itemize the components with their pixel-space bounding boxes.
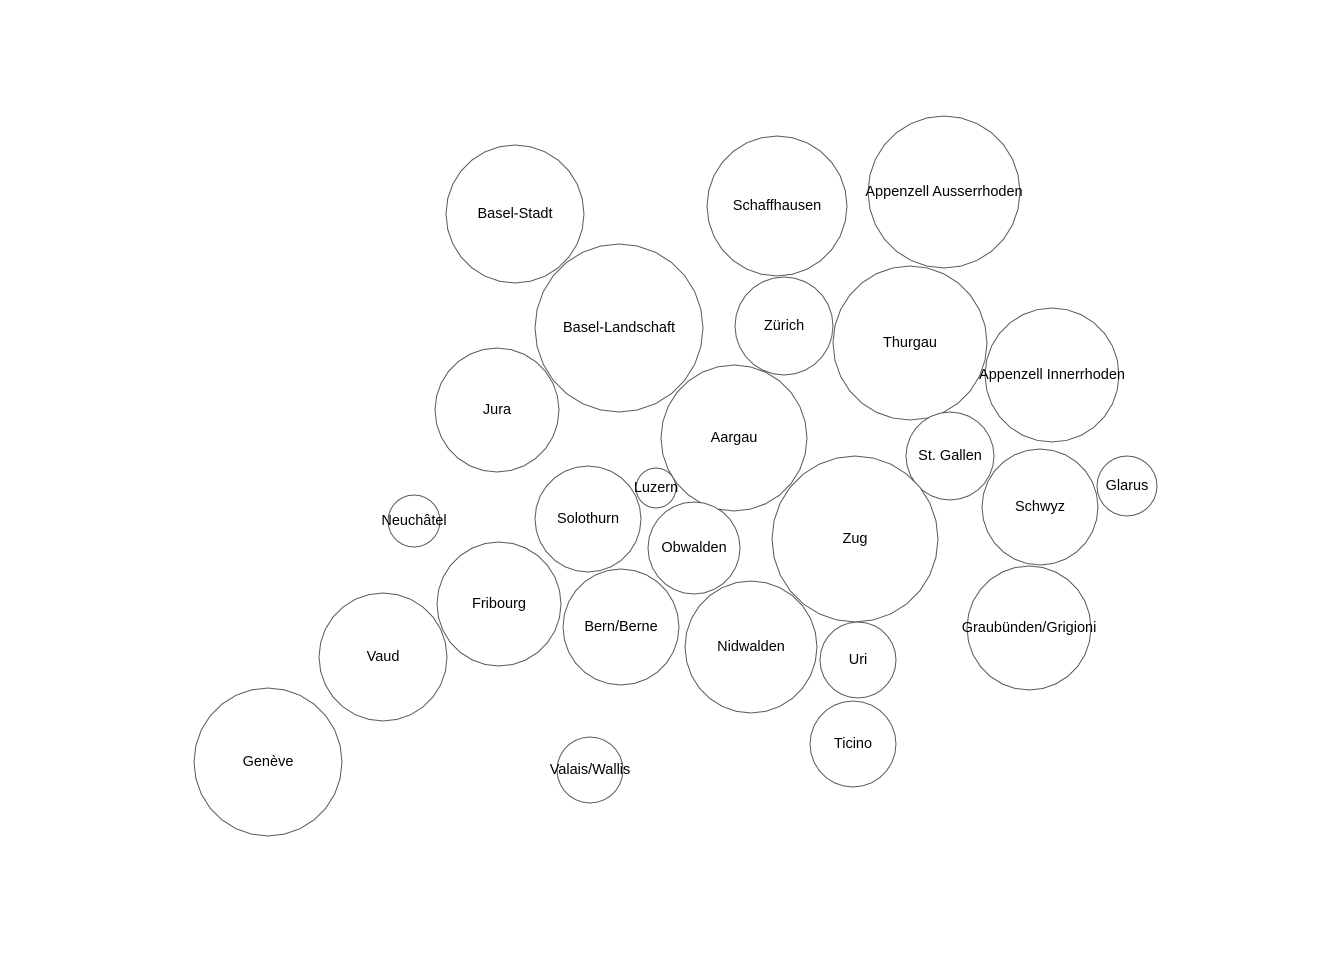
bubble-glarus xyxy=(1096,455,1158,517)
bubble-obwalden xyxy=(647,501,741,595)
bubble-st-gallen xyxy=(905,411,995,501)
bubble-label-zug: Zug xyxy=(843,531,868,547)
bubble-label-basel-landschaft: Basel-Landschaft xyxy=(563,320,675,336)
bubble-fribourg xyxy=(436,541,562,667)
bubble-appenzell-innerrhoden xyxy=(984,307,1120,443)
bubble-label-st-gallen: St. Gallen xyxy=(918,448,982,464)
labels-layer: Basel-Stadt Schaffhausen Appenzell Ausserr… xyxy=(243,184,1149,778)
bubble-bern-berne xyxy=(562,568,680,686)
bubble-nidwalden xyxy=(684,580,818,714)
bubble-geneve xyxy=(193,687,343,837)
bubble-label-valais-wallis: Valais/Wallis xyxy=(550,762,631,778)
bubble-luzern xyxy=(635,467,677,509)
bubble-graubunden-grigioni xyxy=(966,565,1092,691)
bubble-label-geneve: Genève xyxy=(243,754,294,770)
bubble-label-nidwalden: Nidwalden xyxy=(717,639,785,655)
bubble-label-uri: Uri xyxy=(849,652,868,668)
bubble-label-basel-stadt: Basel-Stadt xyxy=(478,206,553,222)
bubble-label-bern-berne: Bern/Berne xyxy=(584,619,657,635)
bubble-label-schwyz: Schwyz xyxy=(1015,499,1065,515)
bubble-label-neuchatel: Neuchâtel xyxy=(381,513,446,529)
bubble-jura xyxy=(434,347,560,473)
bubble-label-aargau: Aargau xyxy=(711,430,758,446)
bubble-label-luzern: Luzern xyxy=(634,480,678,496)
bubble-label-ticino: Ticino xyxy=(834,736,872,752)
bubble-appenzell-ausserrhoden xyxy=(867,115,1021,269)
bubble-label-appenzell-ausserrhoden: Appenzell Ausserrhoden xyxy=(865,184,1022,200)
bubble-label-glarus: Glarus xyxy=(1106,478,1149,494)
bubble-schwyz xyxy=(981,448,1099,566)
bubbles-layer xyxy=(193,115,1158,837)
bubble-valais-wallis xyxy=(556,736,624,804)
bubble-schaffhausen xyxy=(706,135,848,277)
bubble-zurich xyxy=(734,276,834,376)
bubble-vaud xyxy=(318,592,448,722)
bubble-uri xyxy=(819,621,897,699)
bubble-aargau xyxy=(660,364,808,512)
bubble-ticino xyxy=(809,700,897,788)
bubble-solothurn xyxy=(534,465,642,573)
bubble-label-appenzell-innerrhoden: Appenzell Innerrhoden xyxy=(979,367,1125,383)
bubble-label-obwalden: Obwalden xyxy=(661,540,726,556)
bubble-label-fribourg: Fribourg xyxy=(472,596,526,612)
bubble-label-thurgau: Thurgau xyxy=(883,335,937,351)
bubble-label-schaffhausen: Schaffhausen xyxy=(733,198,821,214)
bubble-basel-stadt xyxy=(445,144,585,284)
bubble-label-graubunden-grigioni: Graubünden/Grigioni xyxy=(962,620,1097,636)
bubble-label-vaud: Vaud xyxy=(367,649,400,665)
bubble-thurgau xyxy=(832,265,988,421)
bubble-label-zurich: Zürich xyxy=(764,318,804,334)
bubble-neuchatel xyxy=(387,494,441,548)
bubble-label-solothurn: Solothurn xyxy=(557,511,619,527)
bubble-label-jura: Jura xyxy=(483,402,512,418)
bubble-basel-landschaft xyxy=(534,243,704,413)
bubble-zug xyxy=(771,455,939,623)
